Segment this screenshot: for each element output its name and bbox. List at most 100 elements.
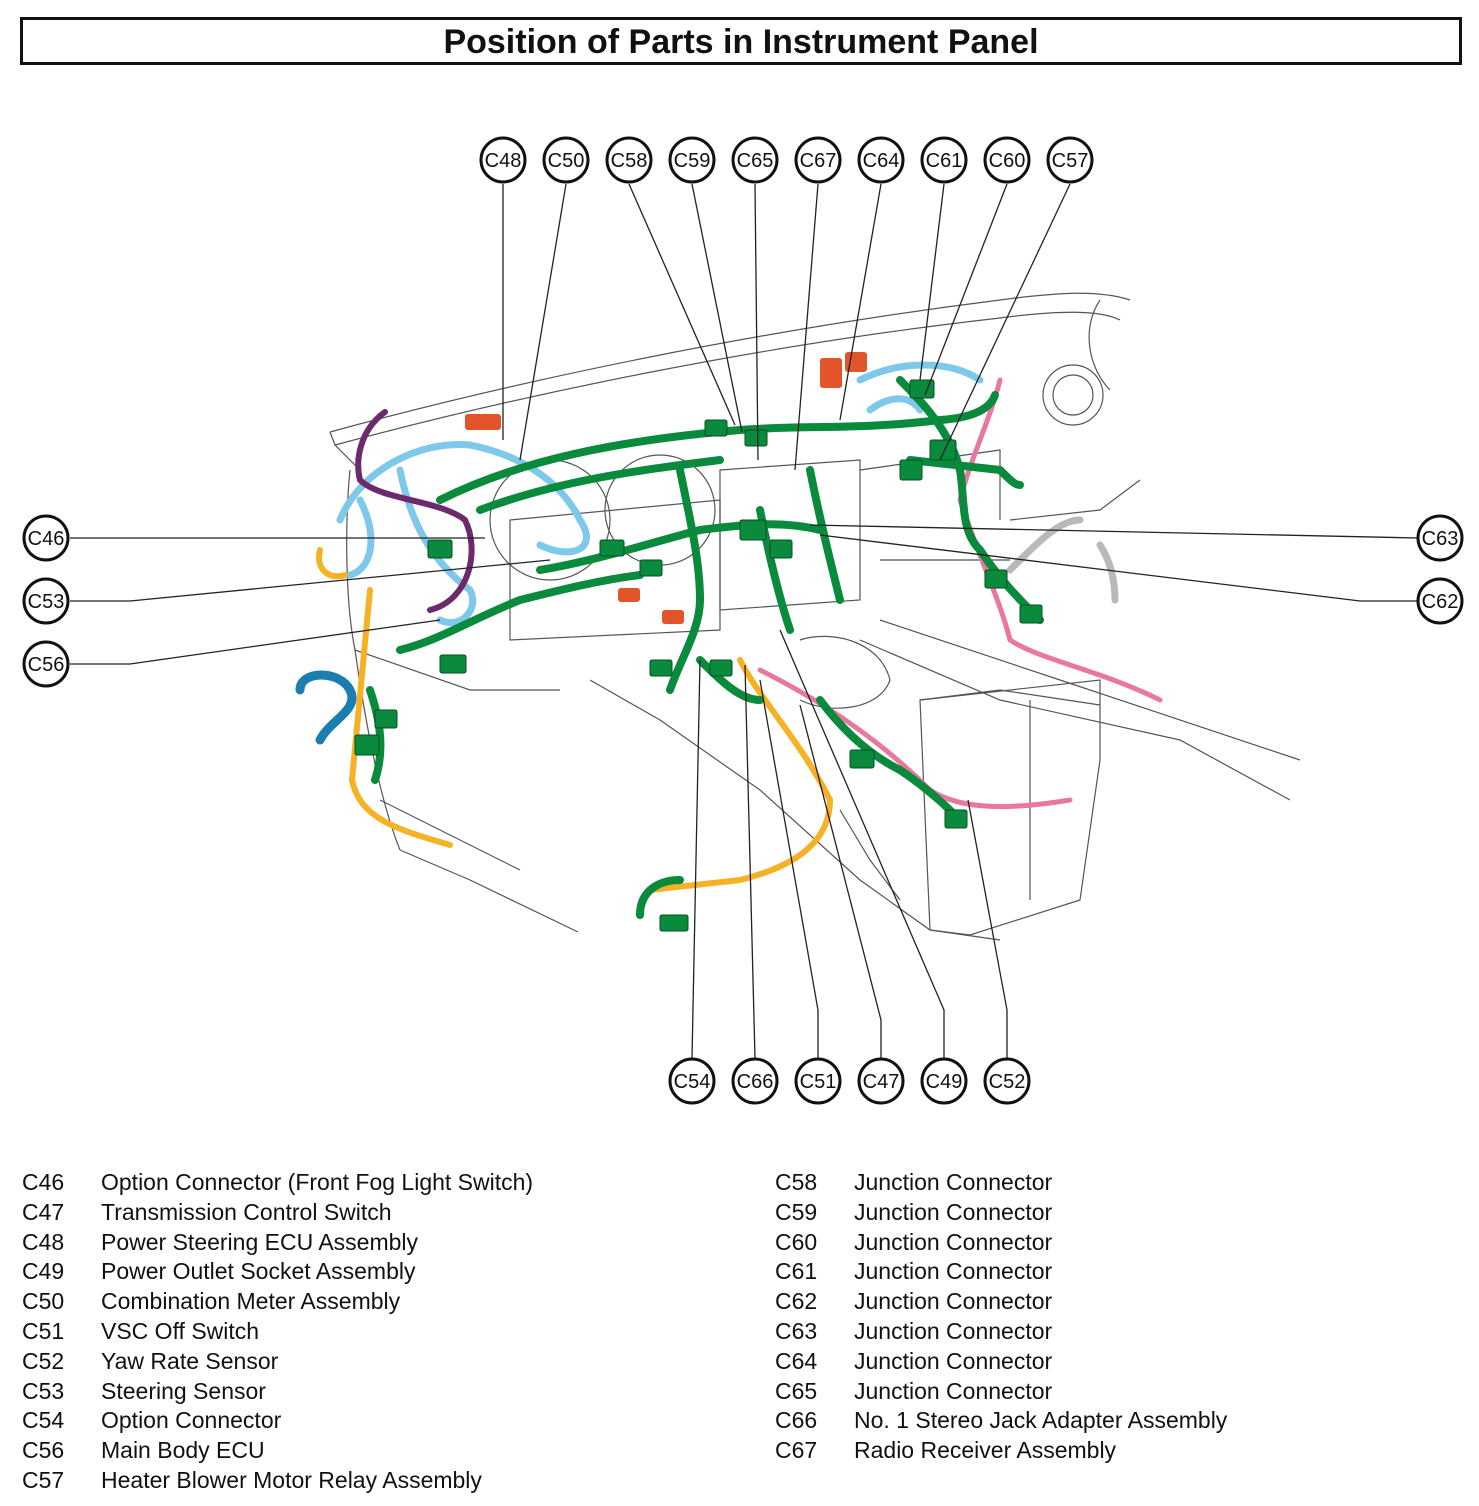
callout-label: C46 <box>28 528 65 550</box>
legend-part-name: Main Body ECU <box>101 1437 265 1464</box>
callout-c48: C48 <box>479 136 527 184</box>
legend-row-c67: C67 Radio Receiver Assembly <box>775 1436 1227 1466</box>
legend-part-name: Option Connector (Front Fog Light Switch… <box>101 1169 534 1195</box>
callout-c52: C52 <box>983 1057 1031 1105</box>
callout-circle <box>794 136 842 184</box>
callout-c64: C64 <box>857 136 905 184</box>
harness-purple <box>355 409 475 613</box>
legend-row-c47: C47 Transmission Control Switch <box>22 1198 533 1228</box>
callout-c47: C47 <box>857 1057 905 1105</box>
callout-circle <box>920 136 968 184</box>
callout-label: C67 <box>800 150 837 172</box>
callout-circle <box>1416 514 1464 562</box>
legend-code: C61 <box>775 1258 818 1285</box>
callout-c50: C50 <box>542 136 590 184</box>
callout-c66: C66 <box>731 1057 779 1105</box>
legend-part-name: Junction Connector <box>854 1258 1053 1285</box>
legend-part-name: Junction Connector <box>854 1317 1053 1344</box>
dashboard-outline <box>329 292 1301 941</box>
callout-circle <box>1046 136 1094 184</box>
callout-circle <box>668 136 716 184</box>
legend-part-name: Junction Connector <box>854 1377 1053 1404</box>
legend-code: C53 <box>22 1377 65 1404</box>
callout-circle <box>857 136 905 184</box>
callout-circle <box>605 136 653 184</box>
callout-label: C47 <box>863 1071 900 1093</box>
legend-code: C47 <box>22 1198 65 1225</box>
callout-c67: C67 <box>794 136 842 184</box>
callout-label: C62 <box>1422 591 1459 613</box>
callout-circle <box>983 1057 1031 1105</box>
callout-c46: C46 <box>22 514 70 562</box>
callout-label: C54 <box>674 1071 711 1093</box>
harness-connectors <box>354 379 1043 932</box>
legend-code: C48 <box>22 1228 65 1255</box>
callout-label: C58 <box>611 150 648 172</box>
legend-part-name: Power Steering ECU Assembly <box>101 1228 419 1255</box>
callout-c49: C49 <box>920 1057 968 1105</box>
legend-part-name: Transmission Control Switch <box>101 1198 392 1225</box>
legend-code: C49 <box>22 1258 65 1285</box>
legend-part-name: Radio Receiver Assembly <box>854 1437 1117 1464</box>
harness-blue <box>295 670 357 745</box>
callout-c57: C57 <box>1046 136 1094 184</box>
callout-label: C56 <box>28 654 65 676</box>
legend-row-c63: C63 Junction Connector <box>775 1317 1227 1347</box>
legend-code: C51 <box>22 1317 65 1344</box>
legend-row-c48: C48 Power Steering ECU Assembly <box>22 1228 533 1258</box>
legend-part-name: Junction Connector <box>854 1169 1053 1195</box>
legend-part-name: Option Connector <box>101 1407 282 1434</box>
callout-circle <box>983 136 1031 184</box>
legend-code: C66 <box>775 1407 818 1434</box>
legend-part-name: Power Outlet Socket Assembly <box>101 1258 416 1285</box>
legend-row-c61: C61 Junction Connector <box>775 1257 1227 1287</box>
page-title: Position of Parts in Instrument Panel <box>443 23 1039 61</box>
harness-green <box>366 376 1044 919</box>
callout-c61: C61 <box>920 136 968 184</box>
callout-c56: C56 <box>22 640 70 688</box>
callout-label: C59 <box>674 150 711 172</box>
callout-c60: C60 <box>983 136 1031 184</box>
callout-label: C51 <box>800 1071 837 1093</box>
legend-part-name: Yaw Rate Sensor <box>101 1347 279 1374</box>
legend-code: C54 <box>22 1407 65 1434</box>
callout-group-bottom: C54 C66 C51 C47 C49 C52 <box>668 1057 1031 1105</box>
leader-lines <box>70 183 1419 1059</box>
harness-orange <box>465 352 867 624</box>
callout-label: C50 <box>548 150 585 172</box>
legend-code: C67 <box>775 1437 818 1464</box>
callout-c65: C65 <box>731 136 779 184</box>
legend-row-c53: C53 Steering Sensor <box>22 1377 533 1407</box>
callout-label: C48 <box>485 150 522 172</box>
callout-c62: C62 <box>1416 577 1464 625</box>
legend-part-name: Combination Meter Assembly <box>101 1288 401 1315</box>
harness-light-blue <box>336 361 984 627</box>
legend-row-c58: C58 Junction Connector <box>775 1168 1227 1198</box>
callout-circle <box>668 1057 716 1105</box>
callout-circle <box>22 514 70 562</box>
legend-part-name: Steering Sensor <box>101 1377 266 1404</box>
legend-code: C58 <box>775 1169 818 1195</box>
instrument-panel-diagram: C48 C50 C58 C59 C65 C67 C64 C61 C60 C57 C46C53C56… <box>22 136 1464 1105</box>
legend-part-name: Junction Connector <box>854 1288 1053 1315</box>
callout-label: C64 <box>863 150 900 172</box>
callout-c54: C54 <box>668 1057 716 1105</box>
legend-code: C57 <box>22 1466 65 1493</box>
legend-code: C63 <box>775 1317 818 1344</box>
callout-circle <box>1416 577 1464 625</box>
callout-label: C65 <box>737 150 774 172</box>
callout-label: C57 <box>1052 150 1089 172</box>
legend-part-name: VSC Off Switch <box>101 1317 260 1344</box>
callout-circle <box>857 1057 905 1105</box>
